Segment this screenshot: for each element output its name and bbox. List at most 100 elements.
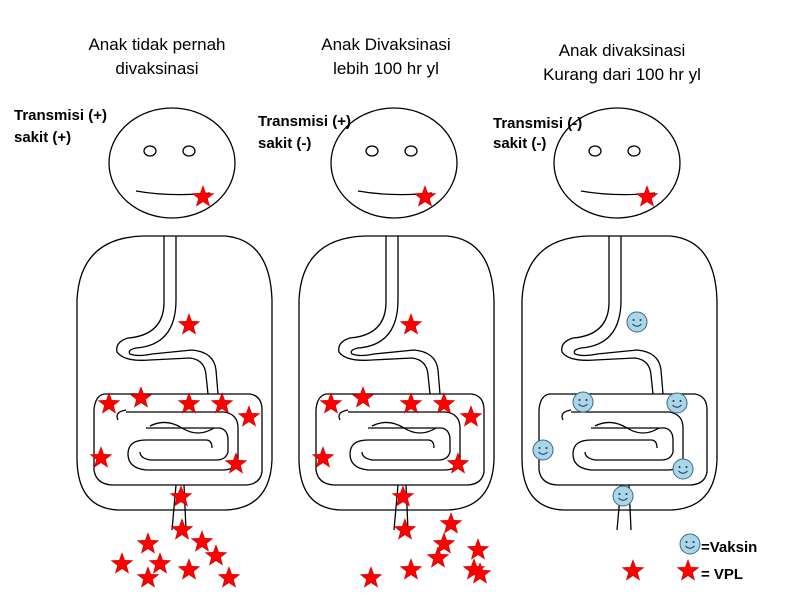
legend-vaksin-label: =Vaksin bbox=[701, 539, 757, 556]
head-outline bbox=[330, 107, 458, 219]
legend-vpl-star-icon bbox=[621, 559, 700, 581]
vpl-star-icon bbox=[432, 392, 456, 414]
eye-left bbox=[588, 145, 602, 157]
legend: =Vaksin = VPL bbox=[621, 533, 757, 583]
intestine-coil-1 bbox=[348, 411, 461, 471]
vpl-star-icon bbox=[439, 512, 463, 534]
vpl-star-icon bbox=[136, 532, 160, 554]
large-intestine bbox=[538, 393, 708, 486]
child-figure bbox=[298, 107, 495, 531]
panel-vaccinated-over-100-days: Anak Divaksinasi lebih 100 hr yl Transmi… bbox=[258, 35, 451, 152]
vpl-star-icon bbox=[89, 446, 113, 468]
vpl-star-icon bbox=[97, 392, 121, 414]
vpl-star-icon bbox=[224, 452, 248, 474]
large-intestine bbox=[315, 393, 485, 486]
vpl-star-icon bbox=[177, 558, 201, 580]
vaccine-icon bbox=[572, 391, 594, 413]
vpl-star-icon bbox=[462, 558, 486, 580]
body-outline bbox=[521, 235, 718, 511]
vpl-star-icon bbox=[432, 532, 456, 554]
gut-tube-inner bbox=[573, 236, 664, 395]
vpl-star-icon bbox=[190, 530, 214, 552]
intestine-coil-3 bbox=[371, 421, 437, 434]
intestine-coil-2 bbox=[561, 409, 674, 461]
vaccine-icon bbox=[532, 439, 554, 461]
gut-tube-inner bbox=[350, 236, 441, 395]
vaccine-icon bbox=[672, 458, 694, 480]
eye-right bbox=[627, 145, 641, 157]
vpl-star-icon bbox=[466, 538, 490, 560]
gut-tube-outer bbox=[561, 236, 654, 395]
vaccine-icon bbox=[666, 392, 688, 414]
vpl-star-icon bbox=[217, 566, 241, 588]
vpl-star-icon bbox=[129, 386, 153, 408]
head-outline bbox=[108, 107, 236, 219]
vpl-star-icon bbox=[136, 566, 160, 588]
panel-unvaccinated: Anak tidak pernah divaksinasi Transmisi … bbox=[14, 35, 226, 146]
legend-vpl-label: = VPL bbox=[701, 566, 743, 583]
intestine-coil-2 bbox=[116, 409, 229, 461]
intestine-coil-3 bbox=[594, 421, 660, 434]
vpl-star-icon bbox=[391, 485, 415, 507]
vpl-star-icon bbox=[204, 544, 228, 566]
vpl-star-icon bbox=[110, 552, 134, 574]
intestine-coil-1 bbox=[126, 411, 239, 471]
gut-tube-inner bbox=[128, 236, 219, 395]
vpl-star-icon bbox=[177, 313, 201, 335]
transmisi-label: Transmisi (+) bbox=[14, 107, 107, 124]
large-intestine bbox=[93, 393, 263, 486]
vpl-star-icon bbox=[399, 392, 423, 414]
intestine-coil-2 bbox=[338, 409, 451, 461]
panel-title-line1: Anak Divaksinasi bbox=[321, 35, 450, 54]
vpl-star-icon bbox=[351, 386, 375, 408]
vpl-star-icon bbox=[169, 485, 193, 507]
vpl-star-icon bbox=[170, 518, 194, 540]
transmisi-label: Transmisi (-) bbox=[493, 115, 582, 132]
figures bbox=[76, 107, 718, 588]
vaccine-icon bbox=[626, 311, 648, 333]
intestine-coil-1 bbox=[571, 411, 684, 471]
vpl-star-icon bbox=[468, 562, 492, 584]
sakit-label: sakit (-) bbox=[493, 135, 546, 152]
vpl-star-icon bbox=[635, 185, 659, 207]
vpl-star-icon bbox=[359, 566, 383, 588]
gut-tube-outer bbox=[116, 236, 209, 395]
vpl-star-icon bbox=[311, 446, 335, 468]
eye-right bbox=[182, 145, 196, 157]
eye-left bbox=[143, 145, 157, 157]
rectum bbox=[171, 484, 187, 531]
vpl-star-icon bbox=[621, 559, 645, 581]
vpl-star-icon bbox=[676, 559, 700, 581]
vpl-star-icon bbox=[319, 392, 343, 414]
panel-title-line1: Anak tidak pernah bbox=[88, 35, 225, 54]
vpl-star-icon bbox=[413, 185, 437, 207]
vaccine-icon bbox=[679, 533, 701, 555]
panel-title-line2: divaksinasi bbox=[115, 59, 198, 78]
child-figure bbox=[521, 107, 718, 531]
vpl-star-icon bbox=[177, 392, 201, 414]
vpl-star-icon bbox=[426, 546, 450, 568]
intestine-coil-3 bbox=[149, 421, 215, 434]
body-outline bbox=[76, 235, 273, 511]
vaccine-icon bbox=[612, 485, 634, 507]
panel-title-line1: Anak divaksinasi bbox=[559, 41, 686, 60]
vpl-star-icon bbox=[148, 552, 172, 574]
head-outline bbox=[553, 107, 681, 219]
panel-title-line2: lebih 100 hr yl bbox=[333, 59, 439, 78]
sakit-label: sakit (+) bbox=[14, 129, 71, 146]
vpl-star-icon bbox=[399, 558, 423, 580]
vpl-star-icon bbox=[237, 405, 261, 427]
vpl-star-icon bbox=[393, 518, 417, 540]
panel-title-line2: Kurang dari 100 hr yl bbox=[543, 65, 701, 84]
vpl-star-icon bbox=[210, 392, 234, 414]
eye-left bbox=[365, 145, 379, 157]
rectum bbox=[393, 484, 409, 531]
panel-vaccinated-under-100-days: Anak divaksinasi Kurang dari 100 hr yl T… bbox=[493, 41, 701, 152]
transmisi-label: Transmisi (+) bbox=[258, 113, 351, 130]
vpl-star-icon bbox=[459, 405, 483, 427]
vpl-star-icon bbox=[446, 452, 470, 474]
vpl-star-icon bbox=[399, 313, 423, 335]
child-figure bbox=[76, 107, 273, 531]
body-outline bbox=[298, 235, 495, 511]
